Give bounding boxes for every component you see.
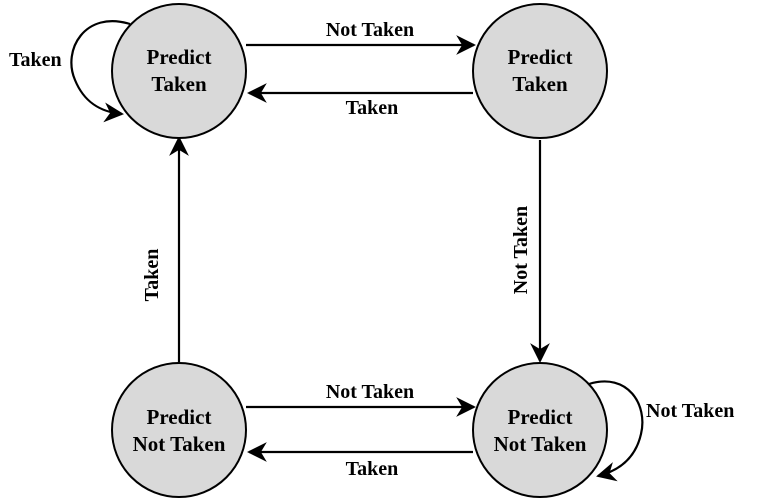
- label-bottom-right-self-loop: Not Taken: [646, 400, 734, 422]
- edge-top-left-self-loop: [70, 20, 131, 123]
- label-top-left-self-loop: Taken: [9, 49, 62, 71]
- state-top-right-label-line1: Predict: [508, 45, 573, 69]
- label-bottom-left-to-bottom-right: Not Taken: [326, 381, 414, 403]
- state-top-right-label-line2: Taken: [512, 72, 568, 96]
- label-top-right-to-top-left: Taken: [346, 97, 399, 119]
- state-top-left: Predict Taken: [111, 3, 247, 139]
- state-top-left-circle: [111, 3, 247, 139]
- state-bottom-left-circle: [111, 362, 247, 498]
- label-top-right-to-bottom-right: Not Taken: [510, 206, 532, 294]
- label-top-left-to-top-right: Not Taken: [326, 19, 414, 41]
- edge-bottom-right-self-loop: [588, 380, 644, 482]
- state-bottom-right: Predict Not Taken: [472, 362, 608, 498]
- label-bottom-left-to-top-left: Taken: [141, 249, 163, 302]
- state-bottom-right-circle: [472, 362, 608, 498]
- state-bottom-left: Predict Not Taken: [111, 362, 247, 498]
- state-bottom-right-label-line1: Predict: [508, 405, 573, 429]
- state-top-right-circle: [472, 3, 608, 139]
- state-top-left-label-line2: Taken: [151, 72, 207, 96]
- state-top-right: Predict Taken: [472, 3, 608, 139]
- state-bottom-left-label-line2: Not Taken: [133, 432, 226, 456]
- label-bottom-right-to-bottom-left: Taken: [346, 458, 399, 480]
- state-top-left-label-line1: Predict: [147, 45, 212, 69]
- state-bottom-left-label-line1: Predict: [147, 405, 212, 429]
- state-bottom-right-label-line2: Not Taken: [494, 432, 587, 456]
